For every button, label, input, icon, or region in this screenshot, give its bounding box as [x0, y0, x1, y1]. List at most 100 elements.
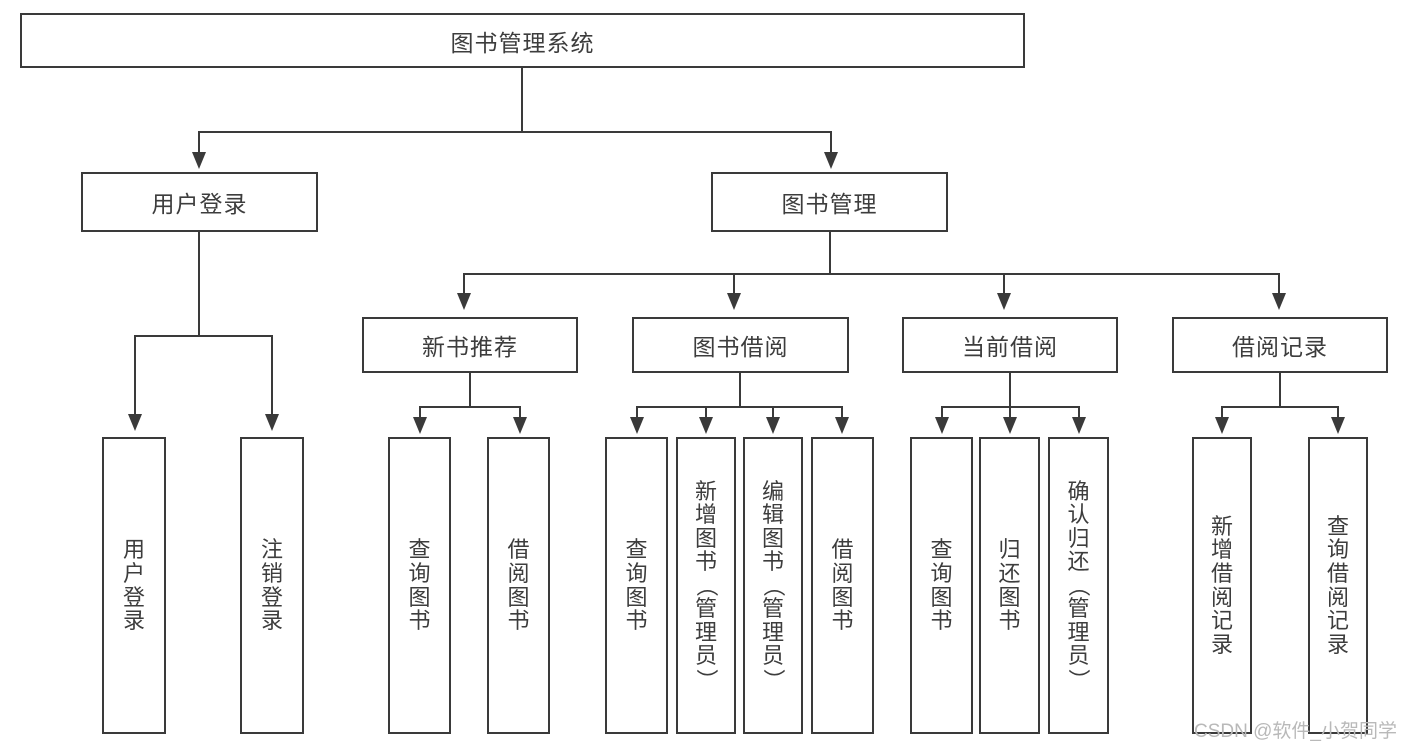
- vertical-label-char: 书: [408, 608, 431, 634]
- vertical-label-char: 阅: [1210, 584, 1233, 610]
- vertical-label-char: 新: [1210, 513, 1233, 539]
- vertical-label-char: 询: [930, 560, 953, 586]
- vertical-label-char: 归: [998, 537, 1021, 563]
- vertical-label-char: 户: [122, 560, 145, 586]
- vertical-label-char: 图: [625, 584, 648, 610]
- leaf-add-book-admin[interactable]: 新增图书（管理员）: [676, 437, 736, 734]
- connector-bm-leg-3: [1003, 273, 1005, 296]
- node-book-borrow[interactable]: 图书借阅: [632, 317, 849, 373]
- vertical-label-char: 阅: [831, 560, 854, 586]
- node-borrow-record[interactable]: 借阅记录: [1172, 317, 1388, 373]
- vertical-label: 新增图书（管理员）: [693, 478, 719, 692]
- node-label: 当前借阅: [962, 334, 1058, 360]
- vertical-label: 查询图书: [930, 538, 952, 632]
- vertical-label-char: 查: [930, 537, 953, 563]
- vertical-label-char: 图: [998, 584, 1021, 610]
- vertical-label-char: 新: [694, 478, 717, 504]
- arrow-br-leaf-2: [1331, 417, 1345, 434]
- vertical-label-char: 理: [1067, 619, 1090, 645]
- vertical-label-char: 借: [831, 537, 854, 563]
- node-new-book-recommend[interactable]: 新书推荐: [362, 317, 578, 373]
- vertical-label-char: 询: [625, 560, 648, 586]
- vertical-label-char: 增: [1210, 537, 1233, 563]
- connector-cb-leg-1: [941, 406, 943, 419]
- vertical-label-char: 注: [260, 537, 283, 563]
- vertical-label-char: 理: [761, 619, 784, 645]
- connector-user-login-leg-2: [271, 335, 273, 417]
- vertical-label-char: 还: [1067, 549, 1090, 575]
- vertical-label-char: 理: [694, 619, 717, 645]
- vertical-label-char: 管: [1067, 596, 1090, 622]
- vertical-label-char: 书: [507, 608, 530, 634]
- vertical-label-char: ）: [1066, 668, 1092, 691]
- leaf-query-borrow-record[interactable]: 查询借阅记录: [1308, 437, 1368, 734]
- arrow-to-borrow-record: [1272, 293, 1286, 310]
- vertical-label-char: 辑: [761, 502, 784, 528]
- connector-bb-leg-4: [841, 406, 843, 419]
- arrow-bb-leaf-1: [630, 417, 644, 434]
- arrow-to-book-borrow: [727, 293, 741, 310]
- arrow-to-current-borrow: [997, 293, 1011, 310]
- leaf-logout[interactable]: 注销登录: [240, 437, 304, 734]
- arrow-nbr-leaf-2: [513, 417, 527, 434]
- leaf-edit-book-admin[interactable]: 编辑图书（管理员）: [743, 437, 803, 734]
- node-label: 借阅记录: [1232, 334, 1328, 360]
- vertical-label-char: 记: [1326, 608, 1349, 634]
- leaf-add-borrow-record[interactable]: 新增借阅记录: [1192, 437, 1252, 734]
- vertical-label-char: 书: [998, 608, 1021, 634]
- vertical-label-char: 书: [930, 608, 953, 634]
- vertical-label-char: 录: [260, 608, 283, 634]
- connector-cb-leg-2: [1009, 406, 1011, 419]
- connector-bm-leg-1: [463, 273, 465, 296]
- connector-user-login-leg-1: [134, 335, 136, 417]
- vertical-label-char: 询: [408, 560, 431, 586]
- leaf-return-book[interactable]: 归还图书: [979, 437, 1040, 734]
- connector-book-management-stem: [829, 232, 831, 274]
- vertical-label-char: 图: [408, 584, 431, 610]
- arrow-to-book-management: [824, 152, 838, 169]
- vertical-label: 归还图书: [998, 538, 1020, 632]
- leaf-query-book-bb[interactable]: 查询图书: [605, 437, 668, 734]
- connector-bm-leg-2: [733, 273, 735, 296]
- node-user-login[interactable]: 用户登录: [81, 172, 318, 232]
- connector-user-login-stem: [198, 232, 200, 336]
- vertical-label: 借阅图书: [831, 538, 853, 632]
- vertical-label-char: 销: [260, 560, 283, 586]
- vertical-label-char: 员: [694, 643, 717, 669]
- vertical-label-char: 员: [761, 643, 784, 669]
- arrow-cb-leaf-3: [1072, 417, 1086, 434]
- node-label: 图书管理系统: [450, 29, 595, 56]
- arrow-bb-leaf-3: [766, 417, 780, 434]
- vertical-label: 查询借阅记录: [1327, 515, 1349, 656]
- connector-bb-stem: [739, 373, 741, 407]
- connector-user-login-bar: [134, 335, 272, 337]
- connector-root-stem: [521, 68, 523, 132]
- node-book-management[interactable]: 图书管理: [711, 172, 948, 232]
- leaf-confirm-return-admin[interactable]: 确认归还（管理员）: [1048, 437, 1109, 734]
- connector-nbr-stem: [469, 373, 471, 407]
- vertical-label-char: 阅: [507, 560, 530, 586]
- connector-nbr-leg-1: [419, 406, 421, 419]
- node-root-book-management-system[interactable]: 图书管理系统: [20, 13, 1025, 68]
- leaf-borrow-book-nbr[interactable]: 借阅图书: [487, 437, 550, 734]
- vertical-label-char: 录: [1210, 631, 1233, 657]
- arrow-nbr-leaf-1: [413, 417, 427, 434]
- leaf-query-book-cb[interactable]: 查询图书: [910, 437, 973, 734]
- vertical-label-char: 用: [122, 537, 145, 563]
- vertical-label-char: ）: [693, 668, 719, 691]
- vertical-label-char: 书: [761, 549, 784, 575]
- vertical-label: 新增借阅记录: [1211, 515, 1233, 656]
- node-label: 用户登录: [151, 191, 248, 217]
- leaf-query-book-nbr[interactable]: 查询图书: [388, 437, 451, 734]
- watermark: CSDN @软件_小贺同学: [1194, 721, 1397, 742]
- leaf-user-login[interactable]: 用户登录: [102, 437, 166, 734]
- vertical-label-char: ）: [760, 668, 786, 691]
- vertical-label-char: 借: [1210, 560, 1233, 586]
- arrow-to-user-login-leaf: [128, 414, 142, 431]
- connector-bb-leg-3: [772, 406, 774, 419]
- vertical-label-char: 记: [1210, 608, 1233, 634]
- vertical-label-char: 认: [1067, 502, 1090, 528]
- node-current-borrow[interactable]: 当前借阅: [902, 317, 1118, 373]
- leaf-borrow-book-bb[interactable]: 借阅图书: [811, 437, 874, 734]
